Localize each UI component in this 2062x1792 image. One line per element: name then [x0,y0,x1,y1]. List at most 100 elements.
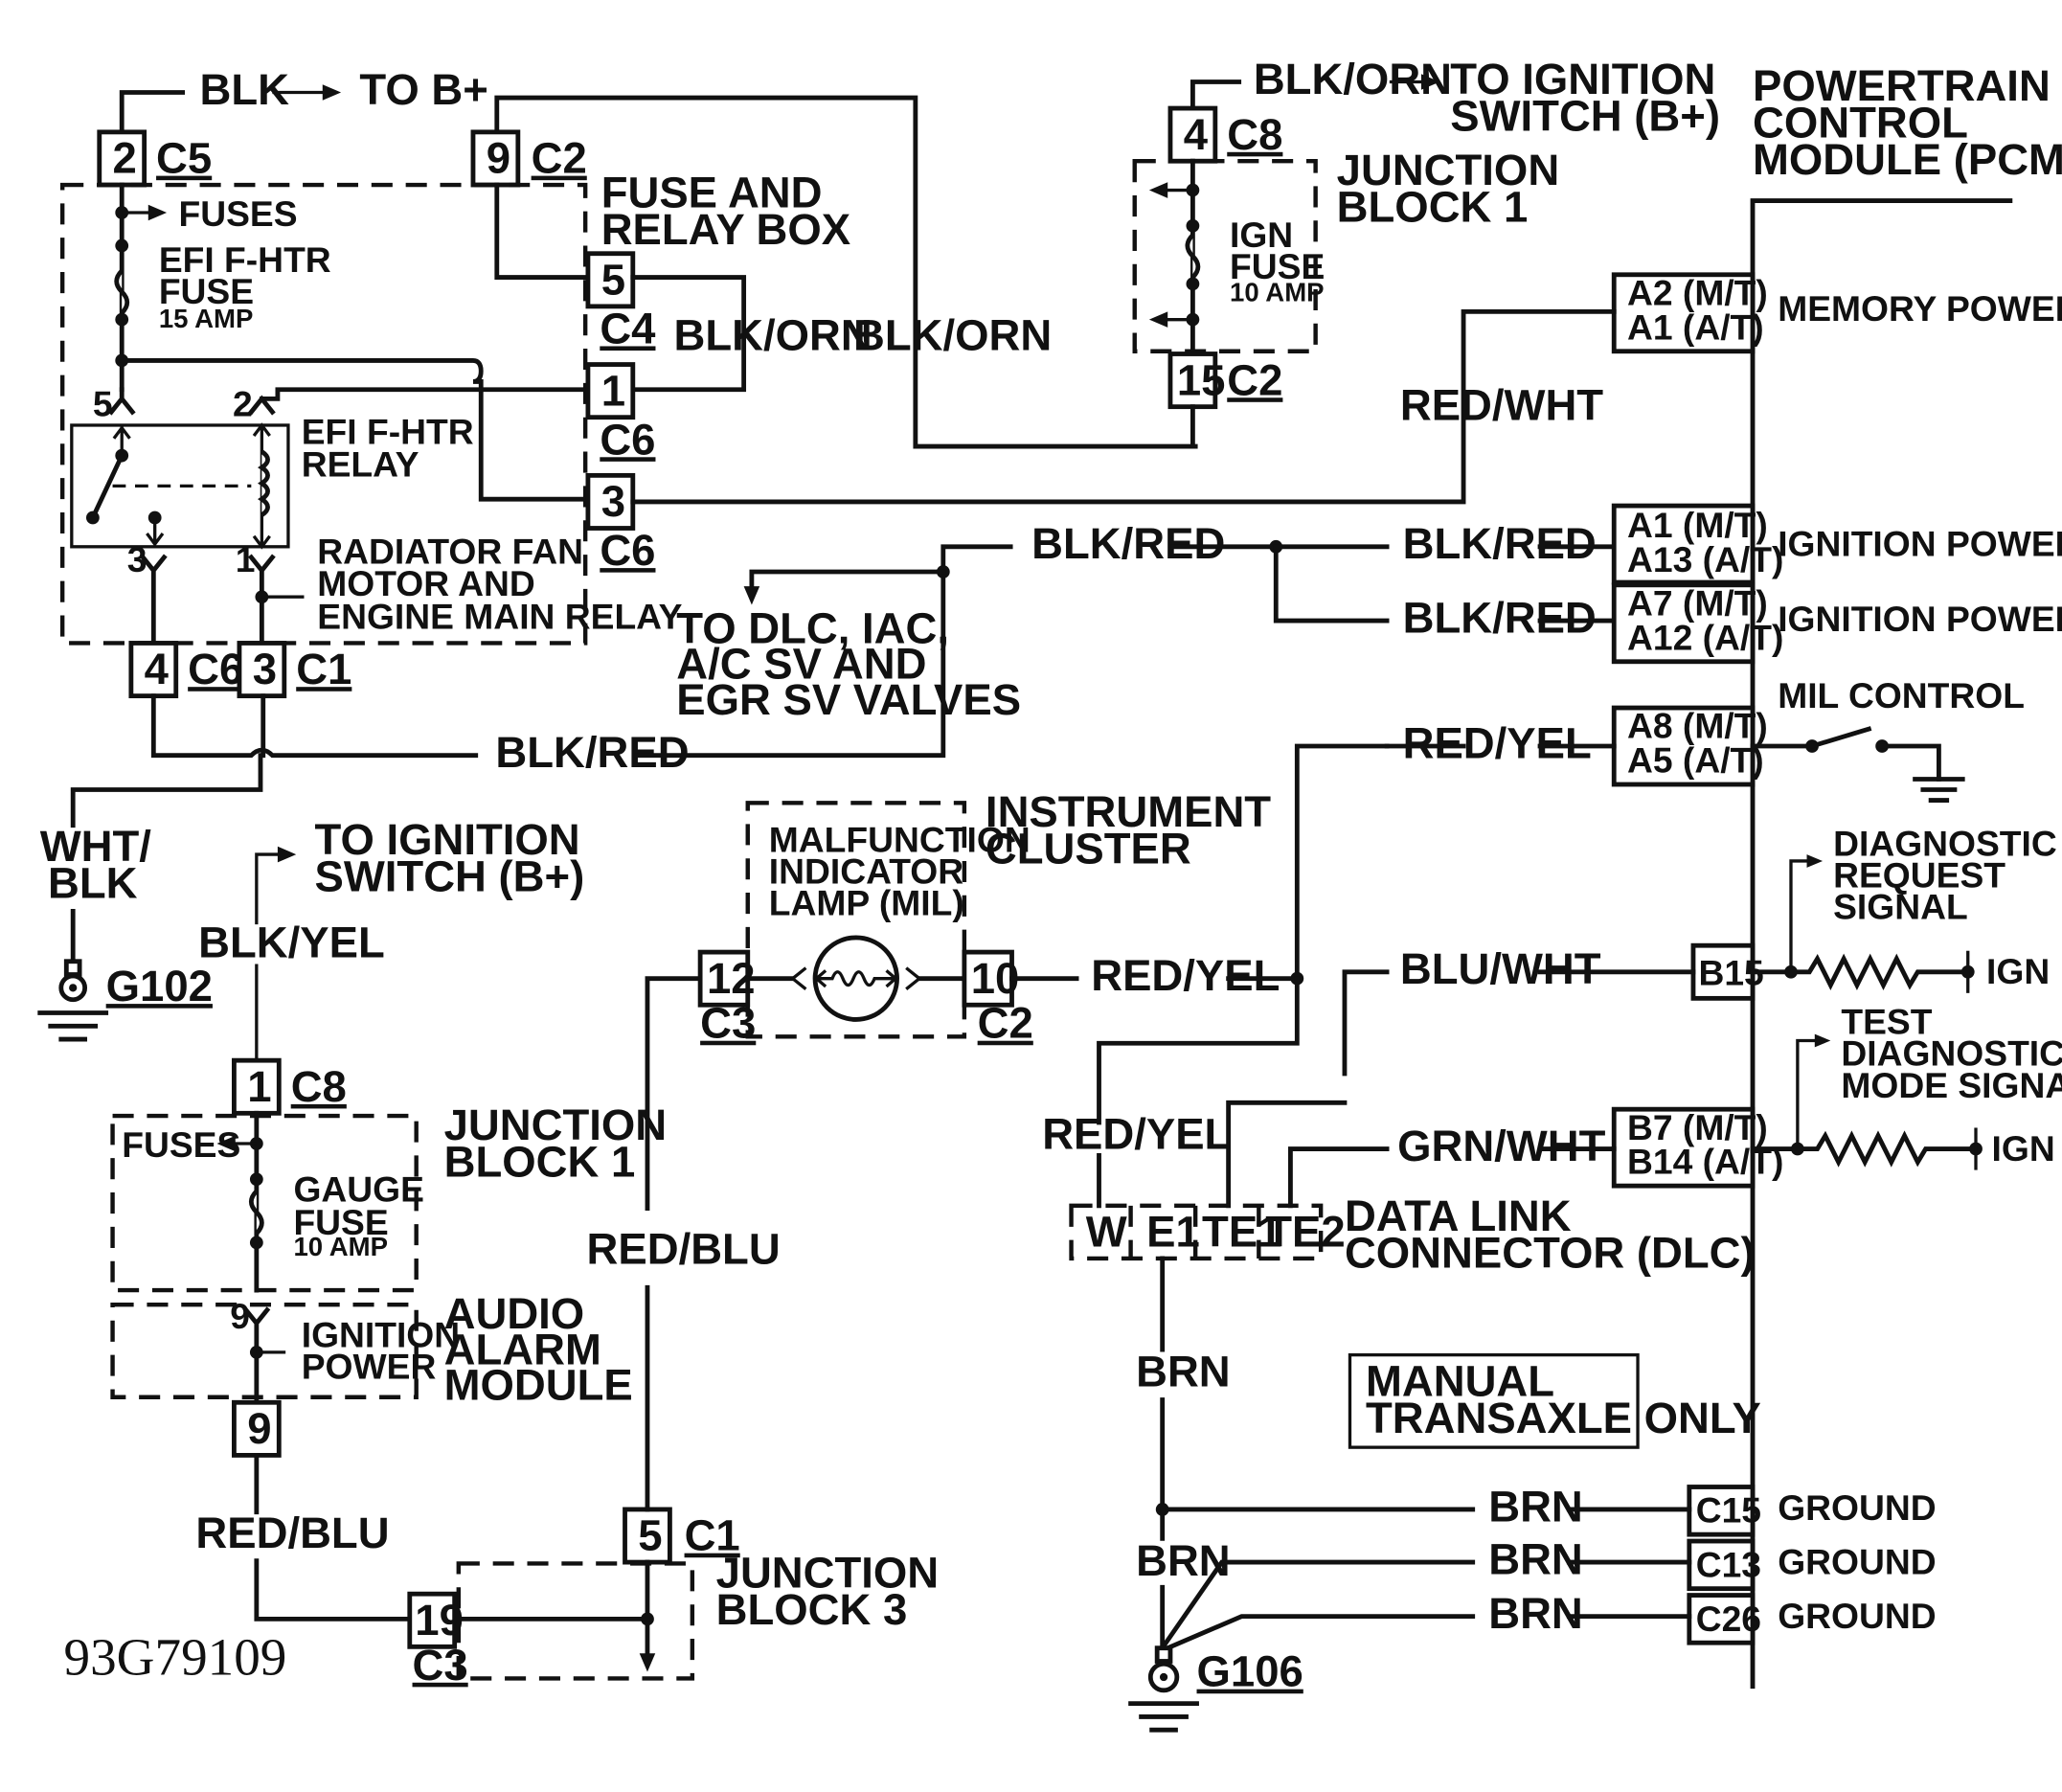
ground-symbol [1913,777,1965,803]
note-label: TRANSAXLE ONLY [1366,1394,1761,1442]
wire-label: BLU/WHT [1400,944,1601,993]
wire-label: BRN [1488,1535,1583,1584]
connector-label: C5 [156,134,212,183]
pcm-pin-label: C13 [1696,1544,1761,1584]
connector-label: C1 [296,645,351,693]
pcm-signal-label: DIAGNOSTIC [1841,1033,2062,1074]
destination-label: TO IGNITION [1450,55,1715,103]
pcm-pin-box [1687,1538,1756,1592]
wire-label: BLK/ORN [853,310,1052,359]
connector-label: C6 [600,415,655,464]
connector-pin [585,251,636,309]
wire-label: BLK/ORN [1254,55,1452,103]
connector-label: C4 [600,304,656,352]
connector-pin [962,949,1014,1008]
pcm-title: CONTROL [1753,98,1968,147]
destination-label: TO IGNITION [315,815,580,864]
efi-fuse-label: EFI F-HTR [159,239,331,280]
efi-relay-label: EFI F-HTR [302,411,474,451]
fuse-icon [114,268,130,315]
wire-label: RED/WHT [1400,380,1603,429]
pcm-pin-label: A7 (M/T) [1627,583,1768,624]
mil-label: MALFUNCTION [769,819,1031,859]
efi-relay-label: RELAY [302,444,419,485]
gauge-fuse-label: FUSE [293,1202,388,1242]
pin-label: 2 [113,134,137,183]
wire-label: RED/BLU [587,1224,781,1273]
mil-label: LAMP (MIL) [769,882,964,922]
ign-fuse-label: FUSE [1230,246,1325,286]
junction-block-1-bottom: TO IGNITION SWITCH (B+) BLK/YEL 1 C8 JUN… [110,815,667,1293]
instrument-cluster-title: CLUSTER [986,825,1191,873]
dlc-pin-label: E1 [1146,1208,1200,1257]
pcm-pin-label: A12 (A/T) [1627,617,1783,657]
pcm-pin-label: A5 (A/T) [1627,740,1764,781]
wire-label: WHT/ [40,822,152,871]
wire-label: RED/YEL [1403,718,1592,767]
note-label: MANUAL [1366,1356,1554,1405]
gauge-fuse-rating: 10 AMP [293,1232,388,1261]
dlc-title: CONNECTOR (DLC) [1345,1229,1756,1278]
junction-block-1-top: BLK/ORN TO IGNITION SWITCH (B+) 4 C8 JUN… [1132,55,1720,449]
junction-block-title: BLOCK 1 [444,1137,636,1186]
audio-alarm-module: 9 IGNITION POWER AUDIO ALARM MODULE 9 RE… [110,1289,633,1622]
instrument-cluster-title: INSTRUMENT [986,787,1271,836]
instrument-cluster: RED/BLU MALFUNCTION INDICATOR LAMP (MIL)… [587,787,1304,1512]
pin-label: 3 [601,477,625,526]
data-link-connector: W E1 TE1 TE2 DATA LINK CONNECTOR (DLC) B… [1069,1100,1761,1512]
pcm-pin-box [1687,1593,1756,1645]
dlc-title: DATA LINK [1345,1191,1572,1240]
pin-label: 5 [601,255,625,304]
wire-label: BLK/YEL [198,919,385,967]
pin-label: 5 [638,1511,662,1560]
connector-label: C1 [685,1511,740,1560]
pcm-signal-label: SIGNAL [1833,887,1968,927]
relay-pin-label: 3 [127,539,147,579]
radiator-relay-label: MOTOR AND [317,563,534,603]
wire-label: GRN/WHT [1397,1122,1605,1170]
to-bplus-label: TO B+ [359,65,487,114]
ground-g106: BRN BRN BRN BRN G106 [1128,1482,1692,1733]
fuse-relay-box: BLK TO B+ 2 C5 9 C2 FUSE AND RELAY BOX F… [59,65,1198,699]
efi-fuse-label: FUSE [159,271,254,311]
fuse-icon [248,1189,264,1236]
connector-pin [1167,352,1218,410]
wire-label: BLK/RED [1403,519,1597,568]
ign-fuse-rating: 10 AMP [1230,277,1325,306]
pcm: POWERTRAIN CONTROL MODULE (PCM) A2 (M/T)… [150,61,2062,1690]
pin-label: 9 [230,1296,250,1336]
junction-block-outline [456,1561,695,1681]
pcm-signal-label: GROUND [1778,1596,1936,1636]
ign-label: IGN [1992,1128,2055,1168]
pin-label: 4 [145,645,170,693]
radiator-relay-label: RADIATOR FAN [317,532,583,572]
ign-fuse-label: IGN [1230,215,1293,255]
audio-power-label: POWER [302,1346,437,1386]
ground-symbol [1128,1701,1199,1733]
ground-symbol [37,1010,109,1042]
junction-block-3: 5 C1 JUNCTION BLOCK 3 19 C3 [407,1507,939,1690]
audio-alarm-outline [110,1303,419,1399]
relay-pin-label: 2 [233,383,253,423]
destination-label: TO DLC, IAC, [676,603,949,652]
wire-label: BLK/RED [1403,593,1597,642]
pcm-signal-label: MIL CONTROL [1778,675,2025,715]
junction-block-title: JUNCTION [1337,146,1560,194]
pcm-pin-label: A8 (M/T) [1627,706,1768,746]
relay-pin-label: 1 [236,539,256,579]
pin-label: 19 [415,1596,464,1645]
connector-label: C2 [532,134,587,183]
fuse-relay-box-title: FUSE AND [601,168,823,216]
wire-label: BLK/RED [495,728,689,777]
destination-label: A/C SV AND [676,640,926,689]
connector-label: C3 [413,1641,468,1690]
audio-alarm-title: AUDIO [444,1289,585,1338]
dlc-pin-label: TE1 [1202,1208,1281,1257]
connector-label: C6 [600,526,655,575]
pcm-signal-label: IGNITION POWER [1778,599,2062,639]
audio-power-label: IGNITION [302,1314,460,1354]
fuses-label: FUSES [178,193,297,234]
dlc-pin-label: TE2 [1265,1208,1345,1257]
pcm-signal-label: GROUND [1778,1542,1936,1582]
connector-label: C2 [1227,355,1282,404]
